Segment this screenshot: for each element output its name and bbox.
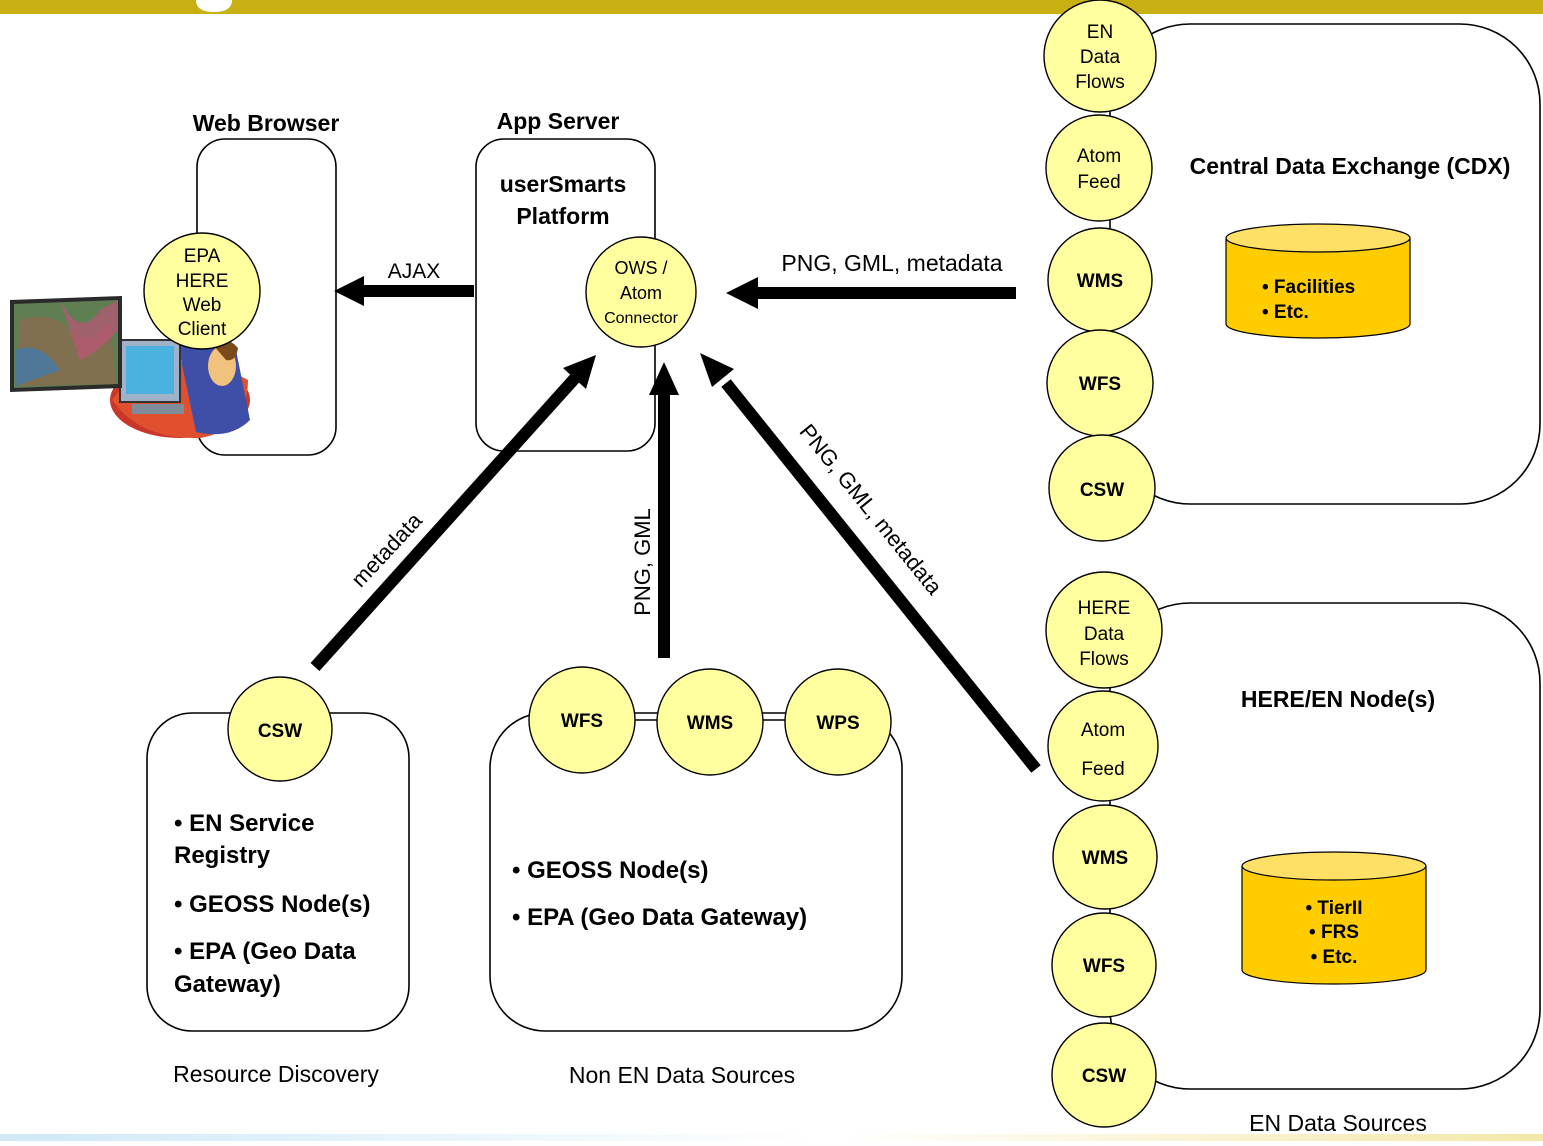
epa-here-web-client-node: EPA HERE Web Client: [143, 232, 261, 350]
header-logo-fragment: [196, 0, 232, 12]
here-database: • TierII • FRS • Etc.: [1241, 851, 1427, 985]
here-db-item-3: • Etc.: [1311, 947, 1358, 968]
resource-line-5: Gateway): [174, 971, 281, 998]
user-at-computer-illustration: [10, 296, 250, 439]
here-en-title: HERE/EN Node(s): [1241, 686, 1435, 712]
header-bar: [0, 0, 1543, 14]
non-en-line-2: • EPA (Geo Data Gateway): [512, 904, 807, 931]
client-label-2: HERE: [176, 271, 229, 292]
non-en-wfs-label: WFS: [561, 711, 603, 732]
cdx-db-item-2: • Etc.: [1262, 302, 1309, 323]
png-gml-label: PNG, GML: [630, 508, 655, 616]
ajax-arrowhead: [334, 276, 364, 306]
ajax-label: AJAX: [388, 260, 441, 283]
resource-line-3: • GEOSS Node(s): [174, 891, 370, 918]
resource-line-1: • EN Service: [174, 810, 314, 837]
cdx-en-data-flows-node: EN Data Flows: [1043, 0, 1157, 113]
cdx-database: • Facilities • Etc.: [1225, 223, 1411, 339]
metadata-arrow: [310, 372, 581, 672]
ows-label-1: OWS /: [615, 258, 668, 278]
client-label-3: Web: [183, 295, 222, 316]
here-data-flows-node: HERE Data Flows: [1045, 571, 1163, 689]
cdx-atom-feed-node: Atom Feed: [1045, 114, 1153, 222]
here-wfs-label: WFS: [1083, 956, 1125, 977]
non-en-wms-label: WMS: [687, 713, 733, 734]
cdx-flows-label-2: Data: [1080, 47, 1121, 68]
resource-discovery-caption: Resource Discovery: [173, 1061, 379, 1087]
here-wms-label: WMS: [1082, 848, 1128, 869]
here-flows-label-1: HERE: [1078, 598, 1131, 619]
here-wms-node: WMS: [1052, 804, 1158, 910]
cdx-csw-label: CSW: [1080, 480, 1124, 501]
non-en-line-1: • GEOSS Node(s): [512, 857, 708, 884]
here-wfs-node: WFS: [1051, 912, 1157, 1018]
cdx-db-item-1: • Facilities: [1262, 277, 1355, 298]
cdx-wms-label: WMS: [1077, 271, 1123, 292]
here-atom-feed-node: Atom Feed: [1047, 690, 1159, 802]
here-en-node-box: [1109, 602, 1541, 1090]
cdx-flows-label-3: Flows: [1075, 72, 1125, 93]
here-csw-label: CSW: [1082, 1066, 1126, 1087]
metadata-arrowhead: [563, 355, 596, 389]
cdx-wfs-node: WFS: [1046, 329, 1154, 437]
png-gml-arrowhead: [649, 362, 679, 395]
here-flows-label-3: Flows: [1079, 649, 1129, 670]
en-data-sources-caption: EN Data Sources: [1249, 1110, 1427, 1136]
usersmarts-label-1: userSmarts: [500, 171, 627, 197]
here-db-item-1: • TierII: [1306, 898, 1363, 919]
non-en-caption: Non EN Data Sources: [569, 1062, 795, 1088]
here-atom-label-1: Atom: [1081, 720, 1125, 741]
here-flows-label-2: Data: [1084, 624, 1125, 645]
here-to-server-arrow: [721, 379, 1041, 773]
resource-csw-node: CSW: [227, 676, 333, 782]
usersmarts-label-2: Platform: [516, 203, 609, 229]
cdx-atom-label-2: Feed: [1077, 172, 1120, 193]
resource-csw-label: CSW: [258, 721, 302, 742]
cdx-wfs-label: WFS: [1079, 374, 1121, 395]
web-browser-title: Web Browser: [193, 110, 340, 136]
client-label-4: Client: [178, 319, 227, 340]
cdx-wms-node: WMS: [1047, 227, 1153, 333]
non-en-wfs-node: WFS: [528, 666, 636, 774]
footer-strip-right: [840, 1134, 1543, 1141]
here-db-item-2: • FRS: [1309, 922, 1359, 943]
cdx-to-server-label: PNG, GML, metadata: [781, 250, 1002, 276]
non-en-wps-label: WPS: [816, 713, 859, 734]
cdx-title: Central Data Exchange (CDX): [1190, 153, 1511, 179]
here-to-server-arrowhead: [700, 353, 734, 387]
non-en-wms-node: WMS: [656, 668, 764, 776]
app-server-title: App Server: [497, 108, 620, 134]
cdx-csw-node: CSW: [1048, 434, 1156, 542]
here-atom-label-2: Feed: [1081, 759, 1124, 780]
ows-label-2: Atom: [620, 283, 662, 303]
footer-strip-left: [0, 1134, 820, 1141]
cdx-to-server-arrowhead: [726, 277, 758, 309]
cdx-atom-label-1: Atom: [1077, 146, 1121, 167]
resource-line-4: • EPA (Geo Data: [174, 938, 356, 965]
resource-line-2: Registry: [174, 842, 271, 869]
client-label-1: EPA: [184, 246, 221, 267]
ows-atom-connector-node: OWS / Atom Connector: [585, 236, 697, 348]
here-csw-node: CSW: [1051, 1022, 1157, 1128]
cdx-flows-label-1: EN: [1087, 22, 1113, 43]
ows-label-3: Connector: [604, 310, 678, 327]
non-en-wps-node: WPS: [784, 668, 892, 776]
